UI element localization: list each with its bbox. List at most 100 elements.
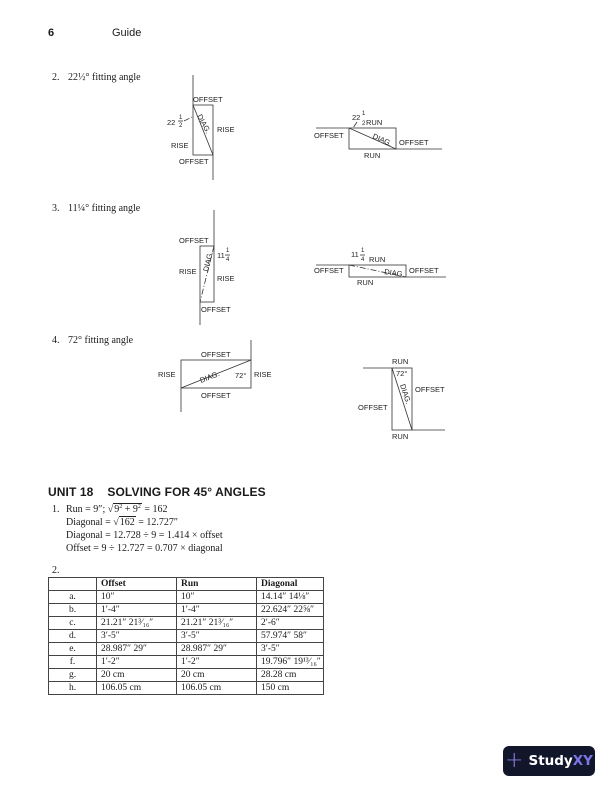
label-right: RISE bbox=[254, 370, 272, 379]
label-bottom: OFFSET bbox=[201, 391, 231, 400]
problem-1: 1.Run = 9″; √92 + 92 = 162 Diagonal = √1… bbox=[52, 503, 223, 555]
work-text: = 12.727″ bbox=[135, 517, 179, 528]
label-left: OFFSET bbox=[314, 266, 344, 275]
label-bottom: RUN bbox=[392, 432, 408, 441]
brand-text: Study bbox=[528, 753, 573, 769]
work-text: = 162 bbox=[141, 504, 168, 515]
diagonal-line bbox=[199, 245, 215, 303]
table-cell: 28.28 cm bbox=[256, 668, 324, 682]
work-line: Diagonal = 12.728 ÷ 9 = 1.414 × offset bbox=[66, 530, 223, 541]
item-number: 3. bbox=[52, 203, 60, 214]
table-cell: 28.987″ 29″ bbox=[176, 642, 257, 656]
label-diag: DIAG. bbox=[201, 250, 215, 272]
label-bottom: RUN bbox=[364, 151, 380, 160]
label-diag: DIAG. bbox=[198, 369, 220, 385]
table-cell: 3′-5″ bbox=[96, 629, 177, 643]
angle-frac-num: 1 bbox=[179, 115, 183, 121]
diagonal-line bbox=[348, 264, 407, 278]
row-letter: f. bbox=[48, 655, 97, 669]
angle-frac-num: 1 bbox=[226, 248, 230, 254]
table-cell: 21.21″ 21³⁄₁₆″ bbox=[176, 616, 257, 630]
table-cell: 10″ bbox=[96, 590, 177, 604]
offset-rect bbox=[192, 104, 214, 156]
angle-frac-den: 4 bbox=[226, 257, 230, 263]
table-cell: 10″ bbox=[176, 590, 257, 604]
diagram-72-vertical: RUN RUN OFFSET OFFSET DIAG. 72° bbox=[358, 357, 445, 441]
label-top: RUN bbox=[366, 118, 382, 127]
angle-frac-den: 4 bbox=[361, 257, 365, 263]
diagram-22-5-vertical: OFFSET OFFSET RISE RISE DIAG. 22 1 2 bbox=[167, 75, 235, 180]
plus-icon: + bbox=[505, 748, 524, 773]
table-cell: 28.987″ 29″ bbox=[96, 642, 177, 656]
angle-leader bbox=[183, 116, 193, 122]
table-row: e.28.987″ 29″28.987″ 29″3′-5″ bbox=[48, 642, 324, 656]
table-row: d.3′-5″3′-5″57.974″ 58″ bbox=[48, 629, 324, 643]
problem-number: 1. bbox=[52, 504, 60, 515]
table-cell: 106.05 cm bbox=[96, 681, 177, 695]
item-label: 3. 11¼° fitting angle bbox=[52, 203, 140, 214]
angle-whole: 11 bbox=[217, 251, 225, 260]
unit-title: SOLVING FOR 45° ANGLES bbox=[107, 485, 266, 499]
run-rect bbox=[348, 127, 397, 150]
sqrt-radicand: 162 bbox=[118, 516, 136, 528]
table-row: f.1′-2″1′-2″19.796″ 19¹³⁄₁₆″ bbox=[48, 655, 324, 669]
diagram-11-25-vertical: OFFSET OFFSET RISE RISE DIAG. 11 1 4 bbox=[179, 210, 235, 325]
exponent: 2 bbox=[137, 504, 141, 510]
table-cell: 3′-5″ bbox=[176, 629, 257, 643]
angle-frac-den: 2 bbox=[362, 121, 366, 127]
angle-frac-num: 1 bbox=[361, 248, 365, 254]
offset-rect bbox=[180, 359, 252, 389]
angle-leader bbox=[352, 121, 358, 129]
angle-whole: 11 bbox=[351, 250, 359, 259]
diagonal-line bbox=[180, 359, 252, 389]
angle-whole: 22 bbox=[167, 118, 175, 127]
label-top: RUN bbox=[369, 255, 385, 264]
table-cell: 106.05 cm bbox=[176, 681, 257, 695]
table-header-row: Offset Run Diagonal bbox=[48, 577, 324, 591]
row-letter: g. bbox=[48, 668, 97, 682]
work-line: 1.Run = 9″; √92 + 92 = 162 bbox=[52, 503, 223, 516]
header-cell: Offset bbox=[96, 577, 177, 591]
label-top: OFFSET bbox=[193, 95, 223, 104]
angle-label: 72° bbox=[396, 369, 407, 378]
label-left: RISE bbox=[158, 370, 176, 379]
work-line: Diagonal = √162 = 12.727″ bbox=[52, 516, 223, 529]
radicand-term: 9 bbox=[114, 504, 120, 515]
row-letter: h. bbox=[48, 681, 97, 695]
offset-rect bbox=[199, 245, 215, 303]
label-top: RUN bbox=[392, 357, 408, 366]
item-number: 2. bbox=[52, 72, 60, 83]
label-left: RISE bbox=[179, 267, 197, 276]
table-row: a.10″10″14.14″ 14⅛″ bbox=[48, 590, 324, 604]
offset-rect bbox=[391, 367, 413, 431]
row-letter: d. bbox=[48, 629, 97, 643]
answers-table: Offset Run Diagonal a.10″10″14.14″ 14⅛″b… bbox=[48, 577, 324, 695]
angle-label: 72° bbox=[235, 371, 246, 380]
label-diag: DIAG. bbox=[384, 267, 405, 279]
row-letter: b. bbox=[48, 603, 97, 617]
diagonal-line bbox=[391, 367, 413, 431]
header-cell bbox=[48, 577, 97, 591]
angle-whole: 22 bbox=[352, 113, 360, 122]
label-left: RISE bbox=[171, 141, 189, 150]
table-cell: 1′-2″ bbox=[96, 655, 177, 669]
table-cell: 57.974″ 58″ bbox=[256, 629, 324, 643]
header-cell: Run bbox=[176, 577, 257, 591]
table-cell: 1′-4″ bbox=[96, 603, 177, 617]
label-bottom: OFFSET bbox=[201, 305, 231, 314]
studyxy-badge[interactable]: + StudyXY bbox=[503, 746, 595, 776]
diagram-11-25-horizontal: OFFSET OFFSET RUN RUN DIAG. 11 1 4 bbox=[314, 248, 446, 287]
item-text: 22½° fitting angle bbox=[68, 72, 141, 83]
sqrt-radicand: 92 + 92 bbox=[113, 503, 142, 515]
header-cell: Diagonal bbox=[256, 577, 324, 591]
running-head: Guide bbox=[112, 27, 142, 39]
table-cell: 1′-2″ bbox=[176, 655, 257, 669]
row-letter: c. bbox=[48, 616, 97, 630]
label-bottom: RUN bbox=[357, 278, 373, 287]
item-text: 72° fitting angle bbox=[68, 335, 134, 346]
item-text: 11¼° fitting angle bbox=[68, 203, 141, 214]
item-number: 4. bbox=[52, 335, 60, 346]
run-rect bbox=[348, 264, 407, 278]
table-cell: 1′-4″ bbox=[176, 603, 257, 617]
